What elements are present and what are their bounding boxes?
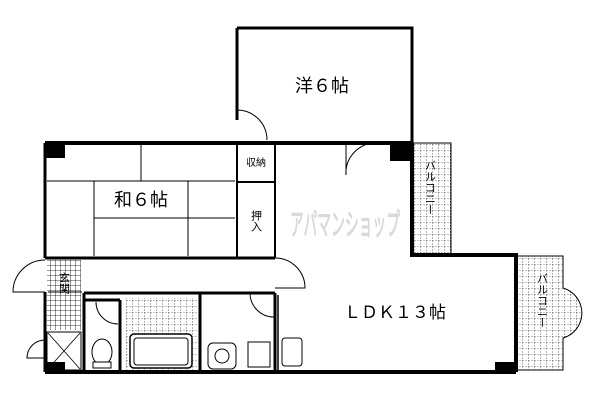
bathroom [125, 298, 197, 370]
room-label-entrance: 玄関 [58, 271, 71, 294]
toilet [91, 338, 113, 369]
walls [43, 26, 518, 374]
room-label-balcony-1: バルコニー [424, 160, 437, 215]
entrance-floor [47, 260, 81, 330]
columns [45, 143, 516, 372]
room-label-japanese: 和６帖 [114, 190, 168, 211]
room-label-ldk: ＬＤＫ１３帖 [344, 303, 446, 323]
room-label-closet: 押入 [250, 209, 263, 232]
room-label-balcony-2: バルコニー [536, 273, 549, 328]
doors [12, 109, 377, 359]
watermark-text: アパマンショップ [290, 208, 400, 243]
watermark: アパマンショップ [290, 208, 400, 243]
washroom-fixtures [207, 337, 303, 370]
balcony-2 [515, 255, 583, 371]
room-label-western: 洋６帖 [295, 76, 349, 97]
room-label-storage: 収納 [246, 156, 266, 169]
balcony-1 [410, 142, 452, 256]
tatami-lines [47, 143, 235, 256]
